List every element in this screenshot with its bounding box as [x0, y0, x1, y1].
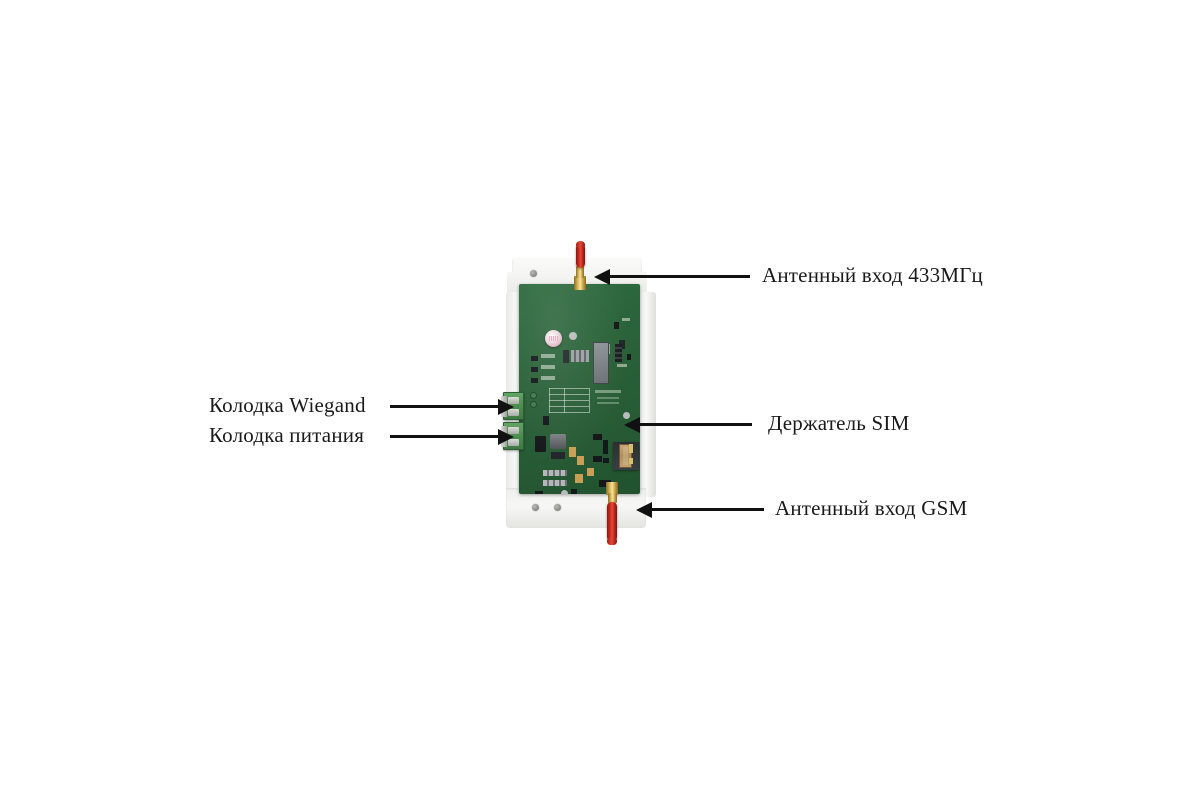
pin-header — [563, 350, 569, 363]
mounting-hole — [569, 332, 577, 340]
arrow-head-power — [498, 429, 514, 445]
callout-label-power: Колодка питания — [209, 423, 365, 447]
antenna-gsm-tip — [607, 537, 617, 545]
resistor-array — [543, 480, 567, 486]
silkscreen-line — [549, 394, 589, 395]
callout-label-antenna-gsm: Антенный вход GSM — [775, 496, 968, 520]
voltage-regulator — [535, 436, 546, 452]
leader-line-sim — [640, 423, 752, 426]
housing-bottom-shell — [506, 488, 646, 528]
leader-line-antenna-433 — [610, 275, 750, 278]
arrow-head-antenna-433 — [594, 269, 610, 285]
callout-label-sim: Держатель SIM — [768, 411, 910, 435]
housing-screw-hole — [532, 504, 539, 511]
solder-pad — [629, 444, 633, 453]
silkscreen-line — [549, 400, 589, 401]
smd-component — [551, 452, 565, 459]
silkscreen-mark — [622, 318, 630, 321]
silkscreen-line — [549, 406, 589, 407]
smd-component — [543, 416, 549, 425]
sma-connector-433-neck — [576, 266, 584, 278]
antenna-gsm — [607, 502, 617, 542]
smd-component — [614, 322, 619, 329]
buzzer-component — [545, 330, 562, 347]
via-hole — [530, 392, 537, 399]
callout-label-antenna-433: Антенный вход 433МГц — [762, 263, 983, 287]
smd-component — [593, 456, 602, 462]
sma-connector-gsm — [606, 482, 618, 495]
housing-screw-hole — [530, 270, 537, 277]
silkscreen-label — [541, 365, 555, 369]
silkscreen-mark — [617, 364, 627, 367]
silkscreen-line — [549, 412, 589, 413]
ic-connector — [593, 342, 609, 384]
smd-component — [599, 480, 611, 487]
pcb-board — [519, 284, 640, 494]
silkscreen-line — [564, 388, 565, 413]
pin-header — [571, 350, 589, 362]
callout-label-wiegand: Колодка Wiegand — [209, 393, 366, 417]
sma-connector-gsm-neck — [608, 493, 617, 503]
inductor — [550, 434, 566, 449]
antenna-433mhz-tip — [576, 241, 585, 248]
pin-header — [615, 344, 622, 362]
arrow-head-wiegand — [498, 399, 514, 415]
mounting-hole — [561, 490, 568, 494]
silkscreen-board-date — [597, 402, 619, 404]
smd-component — [535, 491, 543, 494]
smd-component — [603, 440, 608, 454]
silkscreen-label — [541, 354, 555, 358]
leader-line-wiegand — [390, 405, 502, 408]
smd-component — [531, 356, 538, 361]
housing-screw-hole — [554, 504, 561, 511]
leader-line-power — [390, 435, 502, 438]
smd-component — [531, 367, 538, 372]
leader-line-antenna-gsm — [652, 508, 764, 511]
antenna-433mhz — [576, 244, 585, 268]
resistor-array — [543, 470, 567, 476]
silkscreen-label — [541, 376, 555, 380]
arrow-head-sim — [624, 417, 640, 433]
smd-component — [593, 434, 602, 440]
solder-pad — [629, 458, 633, 464]
smd-component — [619, 340, 625, 349]
sma-connector-433 — [574, 276, 586, 290]
smd-component — [531, 378, 538, 383]
housing-right-wall — [640, 292, 656, 497]
via-hole — [530, 401, 537, 408]
mounting-hole — [623, 412, 630, 419]
capacitor — [569, 447, 576, 457]
smd-component — [571, 489, 577, 494]
capacitor — [577, 456, 584, 465]
silkscreen-board-rev — [597, 397, 619, 399]
capacitor — [587, 468, 594, 476]
smd-component — [627, 354, 631, 360]
arrow-head-antenna-gsm — [636, 502, 652, 518]
silkscreen-line — [589, 388, 590, 413]
smd-component — [603, 458, 609, 463]
silkscreen-line — [549, 388, 589, 389]
silkscreen-line — [549, 388, 550, 413]
sim-card-holder — [613, 442, 639, 470]
silkscreen-board-name — [595, 390, 621, 393]
capacitor — [575, 474, 583, 483]
